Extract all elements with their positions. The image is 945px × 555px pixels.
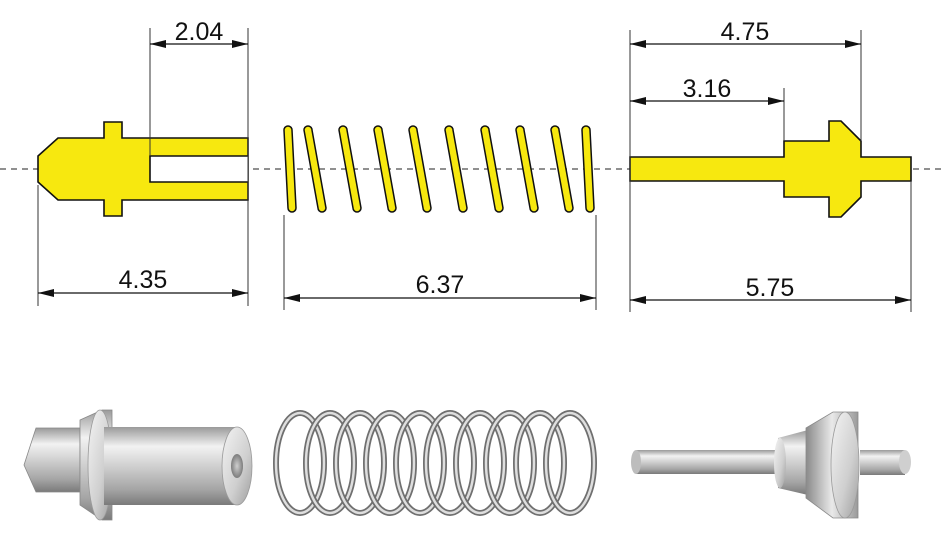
spring-coil-3d-highlight xyxy=(424,411,476,515)
spring-coil-3d-highlight xyxy=(274,411,326,515)
dimension-bore-depth: 2.04 xyxy=(150,18,248,48)
spring-coil-3d-highlight xyxy=(304,411,356,515)
housing-profile xyxy=(37,121,249,217)
housing-length-label: 4.35 xyxy=(119,266,168,294)
plunger-profile xyxy=(629,120,912,218)
dimension-tip-to-flange: 4.75 xyxy=(630,18,861,48)
spring-3d-render xyxy=(273,410,597,516)
spring-coil xyxy=(581,125,595,213)
spring-coil-3d-highlight xyxy=(334,411,386,515)
plunger-length-label: 5.75 xyxy=(746,274,795,302)
plunger-3d-render xyxy=(631,411,911,519)
spring-coil xyxy=(303,125,327,213)
spring-coil-3d-highlight xyxy=(484,411,536,515)
spring-profile xyxy=(283,125,595,213)
dimension-housing-length: 4.35 xyxy=(38,266,248,297)
spring-coil xyxy=(444,125,468,213)
spring-coil xyxy=(373,125,397,213)
spring-coil-3d-highlight xyxy=(454,411,506,515)
dimension-tip-to-shoulder: 3.16 xyxy=(630,75,784,105)
spring-coil xyxy=(480,125,504,213)
spring-coil xyxy=(550,125,574,213)
spring-coil xyxy=(338,125,362,213)
spring-coil xyxy=(515,125,539,213)
spring-length-label: 6.37 xyxy=(416,271,465,299)
dimension-spring-length: 6.37 xyxy=(284,271,596,302)
tip-to-flange-label: 4.75 xyxy=(721,18,770,46)
spring-coil-3d-highlight xyxy=(364,411,416,515)
tip-to-shoulder-label: 3.16 xyxy=(683,75,732,103)
bore-depth-label: 2.04 xyxy=(175,18,224,46)
spring-coil-3d-highlight xyxy=(544,411,596,515)
spring-coil-3d-highlight xyxy=(394,411,446,515)
housing-3d-render xyxy=(23,409,253,521)
spring-coil xyxy=(408,125,432,213)
dimension-plunger-length: 5.75 xyxy=(630,274,911,304)
spring-coil xyxy=(283,125,297,213)
spring-coil-3d-highlight xyxy=(514,411,566,515)
